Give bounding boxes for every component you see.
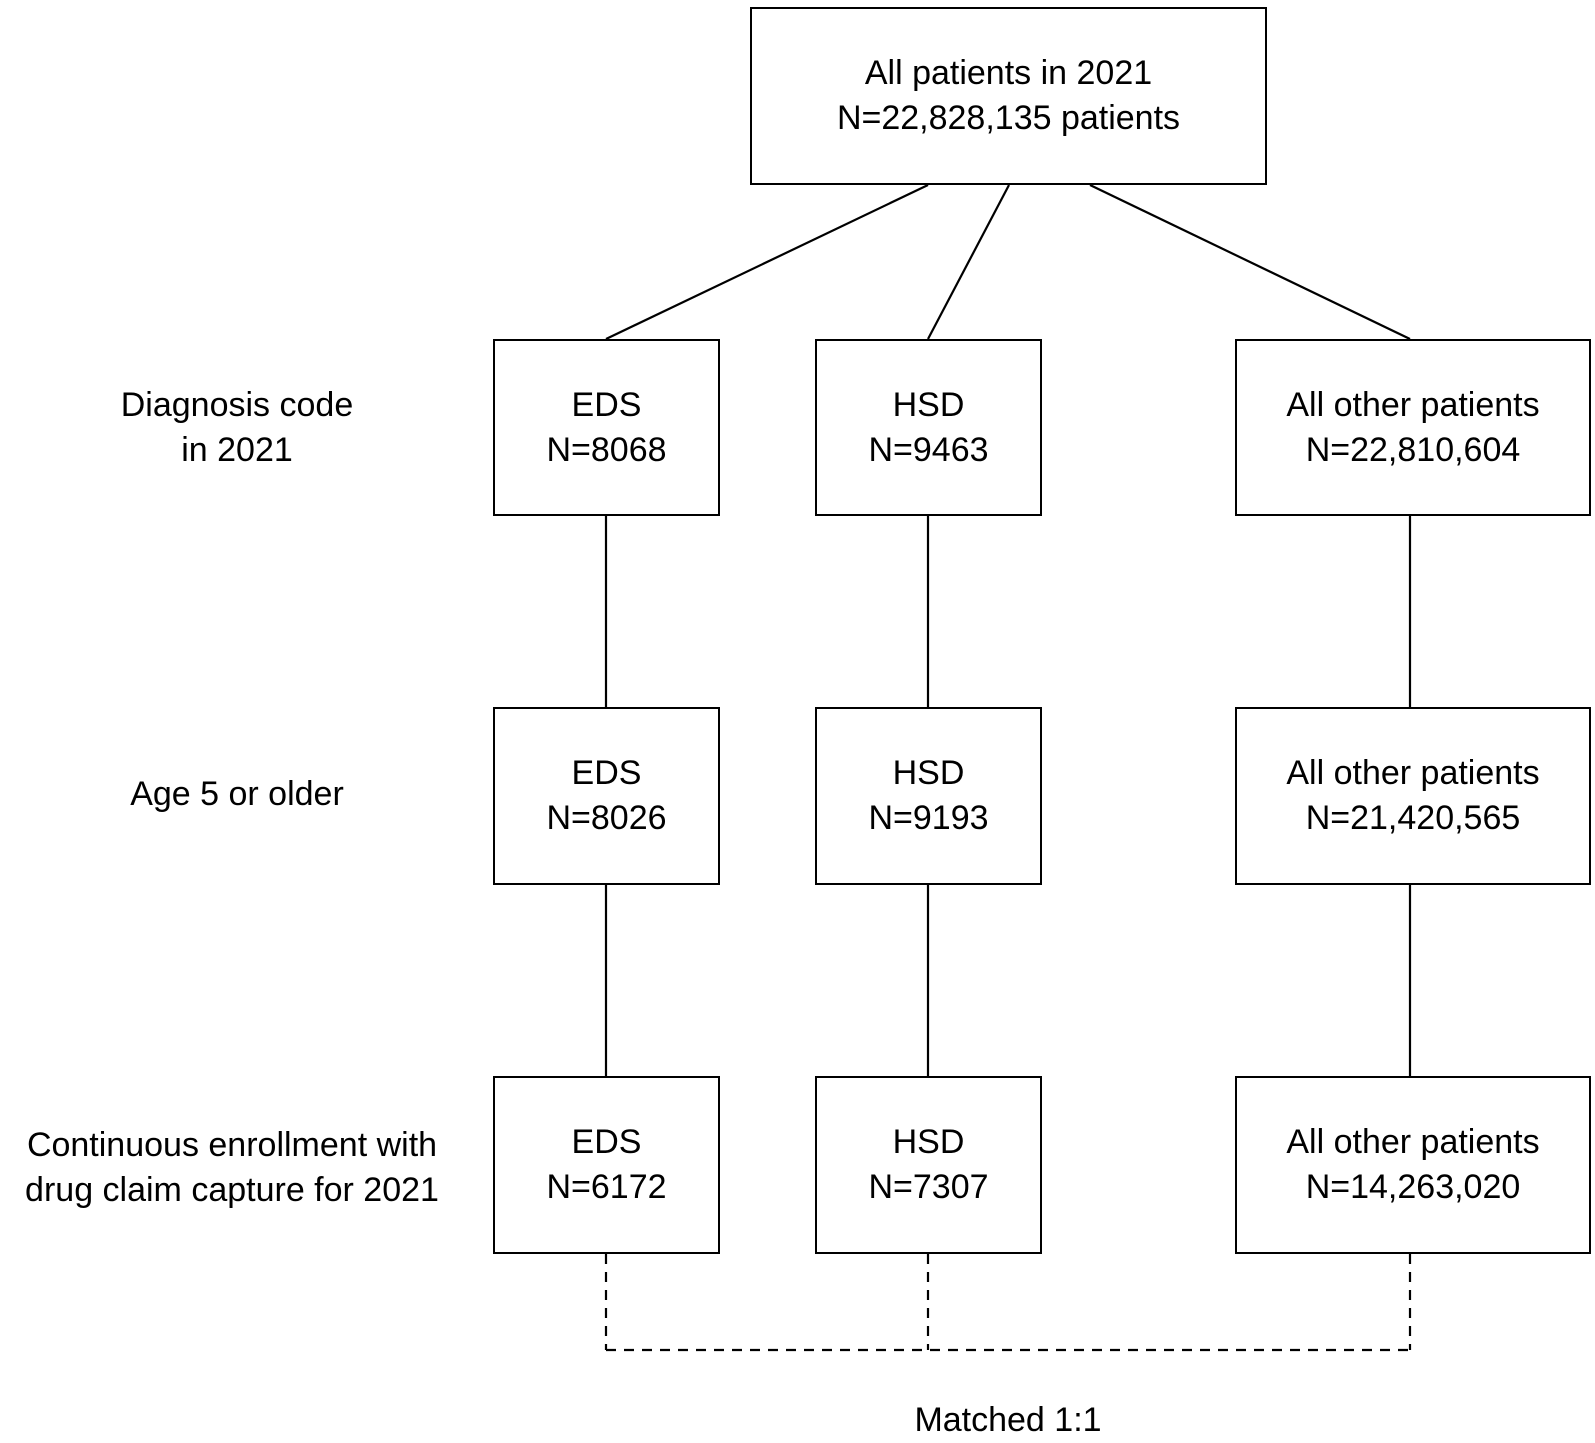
matched-label: Matched 1:1	[914, 1401, 1102, 1439]
hsd-box-diagnosis: HSD N=9463	[815, 339, 1042, 516]
group-count: N=8068	[546, 430, 667, 469]
group-name: HSD	[892, 385, 965, 424]
stage-label-age: Age 5 or older	[130, 775, 344, 813]
group-name: All other patients	[1286, 385, 1540, 424]
group-name: HSD	[892, 754, 965, 792]
group-name: All other patients	[1286, 1123, 1540, 1161]
group-count: N=9193	[868, 799, 989, 837]
group-count: N=7307	[868, 1168, 989, 1206]
root-box: All patients in 2021 N=22,828,135 patien…	[750, 7, 1267, 185]
other-box-age: All other patients N=21,420,565	[1235, 707, 1591, 885]
group-name: EDS	[571, 1123, 642, 1161]
group-count: N=8026	[546, 799, 667, 837]
group-name: HSD	[892, 1123, 965, 1161]
group-count: N=21,420,565	[1305, 799, 1521, 837]
connector-root-hsd	[927, 184, 1010, 340]
group-name: EDS	[571, 385, 642, 424]
other-box-diagnosis: All other patients N=22,810,604	[1235, 339, 1591, 516]
eds-box-age: EDS N=8026	[493, 707, 720, 885]
connector-root-other	[1089, 184, 1411, 340]
stage-label-enrollment: Continuous enrollment with drug claim ca…	[25, 1126, 439, 1209]
group-count: N=14,263,020	[1305, 1168, 1521, 1206]
group-count: N=9463	[868, 430, 989, 469]
stage-label-diagnosis: Diagnosis code in 2021	[120, 386, 354, 469]
group-name: All other patients	[1286, 754, 1540, 792]
root-title: All patients in 2021	[864, 54, 1153, 92]
root-count: N=22,828,135 patients	[836, 99, 1181, 137]
connector-root-eds	[605, 184, 929, 340]
eds-box-enrollment: EDS N=6172	[493, 1076, 720, 1254]
hsd-box-enrollment: HSD N=7307	[815, 1076, 1042, 1254]
group-count: N=6172	[546, 1168, 667, 1206]
other-box-enrollment: All other patients N=14,263,020	[1235, 1076, 1591, 1254]
group-name: EDS	[571, 754, 642, 792]
hsd-box-age: HSD N=9193	[815, 707, 1042, 885]
group-count: N=22,810,604	[1305, 430, 1521, 469]
eds-box-diagnosis: EDS N=8068	[493, 339, 720, 516]
